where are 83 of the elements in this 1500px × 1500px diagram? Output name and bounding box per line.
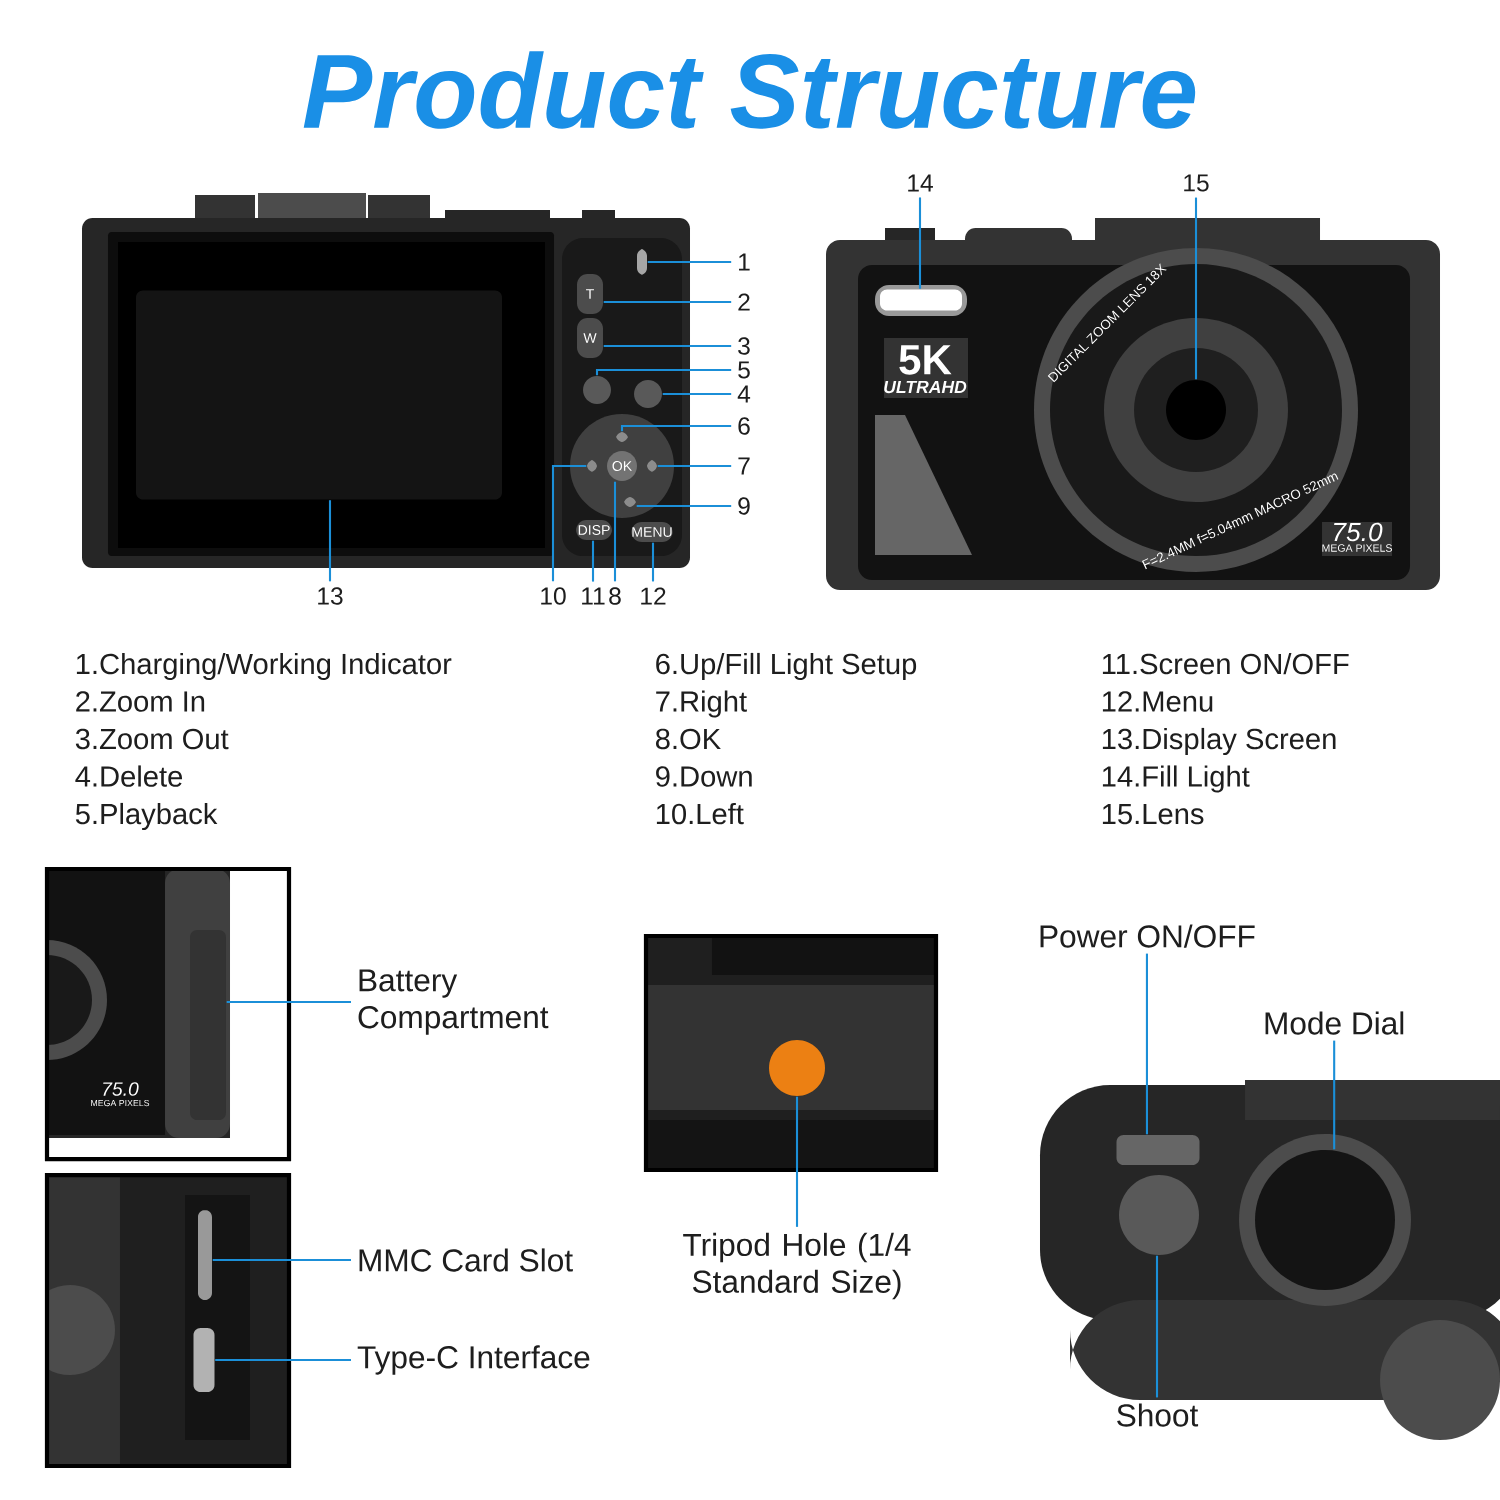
leader-line: [1145, 953, 1148, 1135]
part-list-item: 11.Screen ON/OFF: [1102, 652, 1349, 675]
leader-line: [603, 300, 732, 304]
round-button: [583, 376, 611, 404]
round-button: [634, 380, 662, 408]
leader-line: [662, 392, 732, 396]
part-list-item: 14.Fill Light: [1102, 765, 1250, 793]
callout-number: 5: [738, 361, 750, 379]
callout-number: 10: [541, 587, 566, 605]
leader-line: [918, 197, 922, 289]
menu-button: MENU: [631, 522, 673, 542]
callout-number: 3: [738, 337, 750, 355]
leader-line: [620, 424, 732, 432]
leader-line: [647, 260, 732, 264]
part-list-item: 13.Display Screen: [1102, 727, 1336, 756]
mode-dial: [1255, 1150, 1395, 1290]
part-list-item: 4.Delete: [75, 765, 183, 787]
shutter-button: [1119, 1175, 1199, 1255]
leader-line: [603, 344, 732, 348]
callout-number: 6: [738, 417, 750, 435]
printed-marking: 75.0: [103, 1082, 139, 1096]
display-screen: [136, 290, 502, 500]
title: Product Structure: [303, 51, 1196, 129]
part-list-item: 1.Charging/Working Indicator: [76, 652, 452, 681]
leader-line: [551, 464, 587, 582]
leader-line: [328, 500, 332, 582]
disp-button: DISP: [576, 520, 612, 540]
leader-line: [591, 540, 595, 582]
tripod-hole: [769, 1040, 825, 1096]
leader-line: [651, 542, 655, 582]
callout-number: 15: [1184, 174, 1209, 192]
dpad-button: [647, 460, 657, 472]
printed-marking: ULTRAHD: [884, 380, 967, 394]
dpad-button: [587, 460, 597, 472]
leader-line: [595, 368, 732, 376]
callout-number: 14: [908, 174, 933, 192]
leader-line: [1194, 197, 1198, 380]
callout-number: 4: [737, 385, 751, 403]
leader-line: [226, 1000, 351, 1004]
lens: [1166, 380, 1226, 440]
callout-number: 2: [738, 293, 750, 311]
leader-line: [795, 1096, 799, 1227]
callout-number: 7: [738, 457, 750, 475]
callout-label: Mode Dial: [1265, 1011, 1404, 1035]
leader-line: [657, 464, 732, 468]
part-list-item: 6.Up/Fill Light Setup: [656, 652, 917, 681]
indicator-light: [637, 249, 647, 275]
callout-label: Power ON/OFF: [1040, 924, 1255, 948]
ok-button: OK: [607, 451, 637, 481]
callout-label: Shoot: [1117, 1403, 1199, 1427]
callout-number: 9: [738, 497, 750, 515]
card-slot: [198, 1210, 212, 1300]
part-list-item: 10.Left: [656, 802, 744, 825]
callout-number: 13: [318, 587, 343, 605]
callout-label: MMC Card Slot: [359, 1248, 573, 1272]
part-list-item: 9.Down: [656, 766, 752, 787]
callout-number: 1: [739, 253, 750, 271]
leader-line: [212, 1258, 351, 1262]
callout-number: 8: [609, 587, 621, 605]
part-list-item: 3.Zoom Out: [75, 728, 229, 750]
part-list-item: 7.Right: [656, 690, 747, 718]
callout-label: Battery Compartment: [358, 969, 549, 1035]
leader-line: [215, 1358, 351, 1362]
printed-marking: MEGA PIXELS: [91, 1099, 150, 1107]
power-button: [1116, 1135, 1200, 1165]
callout-label: Type-C Interface: [357, 1345, 590, 1375]
leader-line: [636, 504, 732, 508]
callout-number: 11: [582, 587, 605, 605]
leader-line: [613, 481, 617, 582]
battery-door: [190, 930, 226, 1120]
part-list-item: 5.Playback: [75, 802, 218, 831]
dpad-button: [616, 432, 628, 442]
callout-number: 12: [641, 587, 666, 605]
part-list-item: 12.Menu: [1102, 691, 1213, 712]
part-list-item: 15.Lens: [1102, 803, 1204, 825]
leader-line: [1155, 1255, 1159, 1398]
part-list-item: 2.Zoom In: [76, 691, 205, 712]
printed-marking: MEGA PIXELS: [1322, 544, 1392, 552]
printed-marking: 75.0: [1334, 522, 1383, 542]
callout-label: Tripod Hole (1/4 Standard Size): [683, 1232, 911, 1300]
part-list-item: 8.OK: [655, 728, 721, 750]
dpad-button: [624, 497, 636, 507]
leader-line: [1333, 1040, 1336, 1150]
